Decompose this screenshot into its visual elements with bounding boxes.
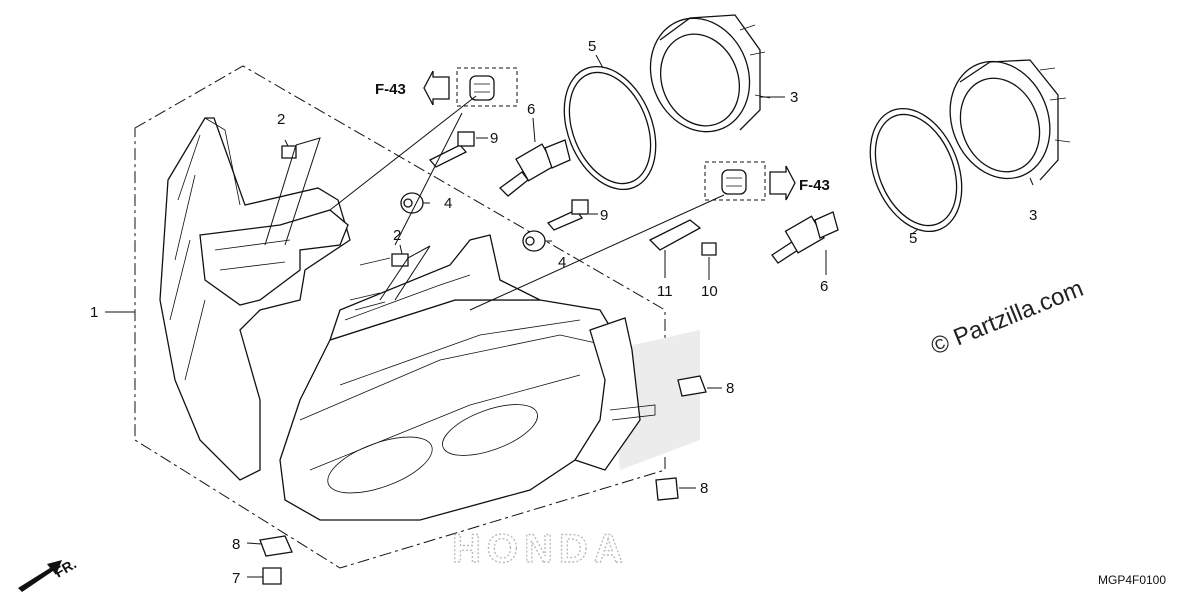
diagram-code: MGP4F0100 (1098, 573, 1166, 587)
callout-8c: 8 (232, 536, 240, 553)
callout-8b: 8 (700, 480, 708, 497)
callout-2a: 2 (277, 111, 285, 128)
bulb-2[interactable] (771, 211, 839, 264)
bulb-1[interactable] (499, 139, 571, 197)
clip-8-upper[interactable] (677, 375, 707, 397)
dust-cover-2[interactable] (933, 46, 1071, 193)
front-marker: FR. (18, 555, 79, 592)
ref-arrow-left[interactable]: F-43 (375, 70, 450, 106)
grommet-left[interactable] (469, 75, 495, 101)
clip-8-lower[interactable] (259, 535, 293, 557)
callout-7: 7 (232, 570, 240, 587)
stay-11[interactable] (648, 219, 702, 251)
callouts: 1 2 2 3 3 4 4 5 5 6 6 7 8 8 8 9 9 10 11 (90, 38, 1037, 587)
callout-10: 10 (701, 283, 718, 300)
callout-3b: 3 (1029, 207, 1037, 224)
assembly-boundary (134, 65, 666, 569)
callout-4b: 4 (558, 254, 566, 271)
ref-box-right (704, 161, 766, 201)
callout-3a: 3 (790, 89, 798, 106)
callout-4a: 4 (444, 195, 452, 212)
screw-2-lower[interactable] (391, 253, 409, 267)
watermark: © Partzilla.com (927, 275, 1087, 361)
callout-6a: 6 (527, 101, 535, 118)
grommet-right[interactable] (721, 169, 747, 195)
seal-ring-2[interactable] (853, 95, 979, 245)
bolt-9-lower[interactable] (546, 199, 589, 231)
callout-2b: 2 (393, 227, 401, 244)
clip-8-middle[interactable] (655, 477, 679, 501)
callout-9b: 9 (600, 207, 608, 224)
brand-mark: HONDA (452, 527, 629, 571)
callout-5a: 5 (588, 38, 596, 55)
ref-arrow-right[interactable]: F-43 (769, 165, 830, 201)
leader-lines (105, 54, 1034, 578)
ref-box-left (456, 67, 518, 107)
screw-10[interactable] (701, 242, 717, 256)
screw-7[interactable] (262, 567, 282, 585)
callout-8a: 8 (726, 380, 734, 397)
callout-9a: 9 (490, 130, 498, 147)
callout-11: 11 (657, 283, 673, 300)
callout-1: 1 (90, 304, 98, 321)
seal-ring-1[interactable] (547, 53, 673, 203)
callout-6b: 6 (820, 278, 828, 295)
ref-right-label[interactable]: F-43 (799, 177, 830, 194)
collar-4-lower[interactable] (522, 230, 546, 252)
callout-5b: 5 (909, 230, 917, 247)
dust-cover-1[interactable] (634, 3, 771, 147)
collar-4-upper[interactable] (400, 192, 424, 214)
ref-left-label[interactable]: F-43 (375, 81, 406, 98)
headlight-assembly[interactable] (159, 117, 656, 521)
front-marker-label: FR. (52, 555, 80, 580)
bolt-9-upper[interactable] (428, 131, 475, 168)
